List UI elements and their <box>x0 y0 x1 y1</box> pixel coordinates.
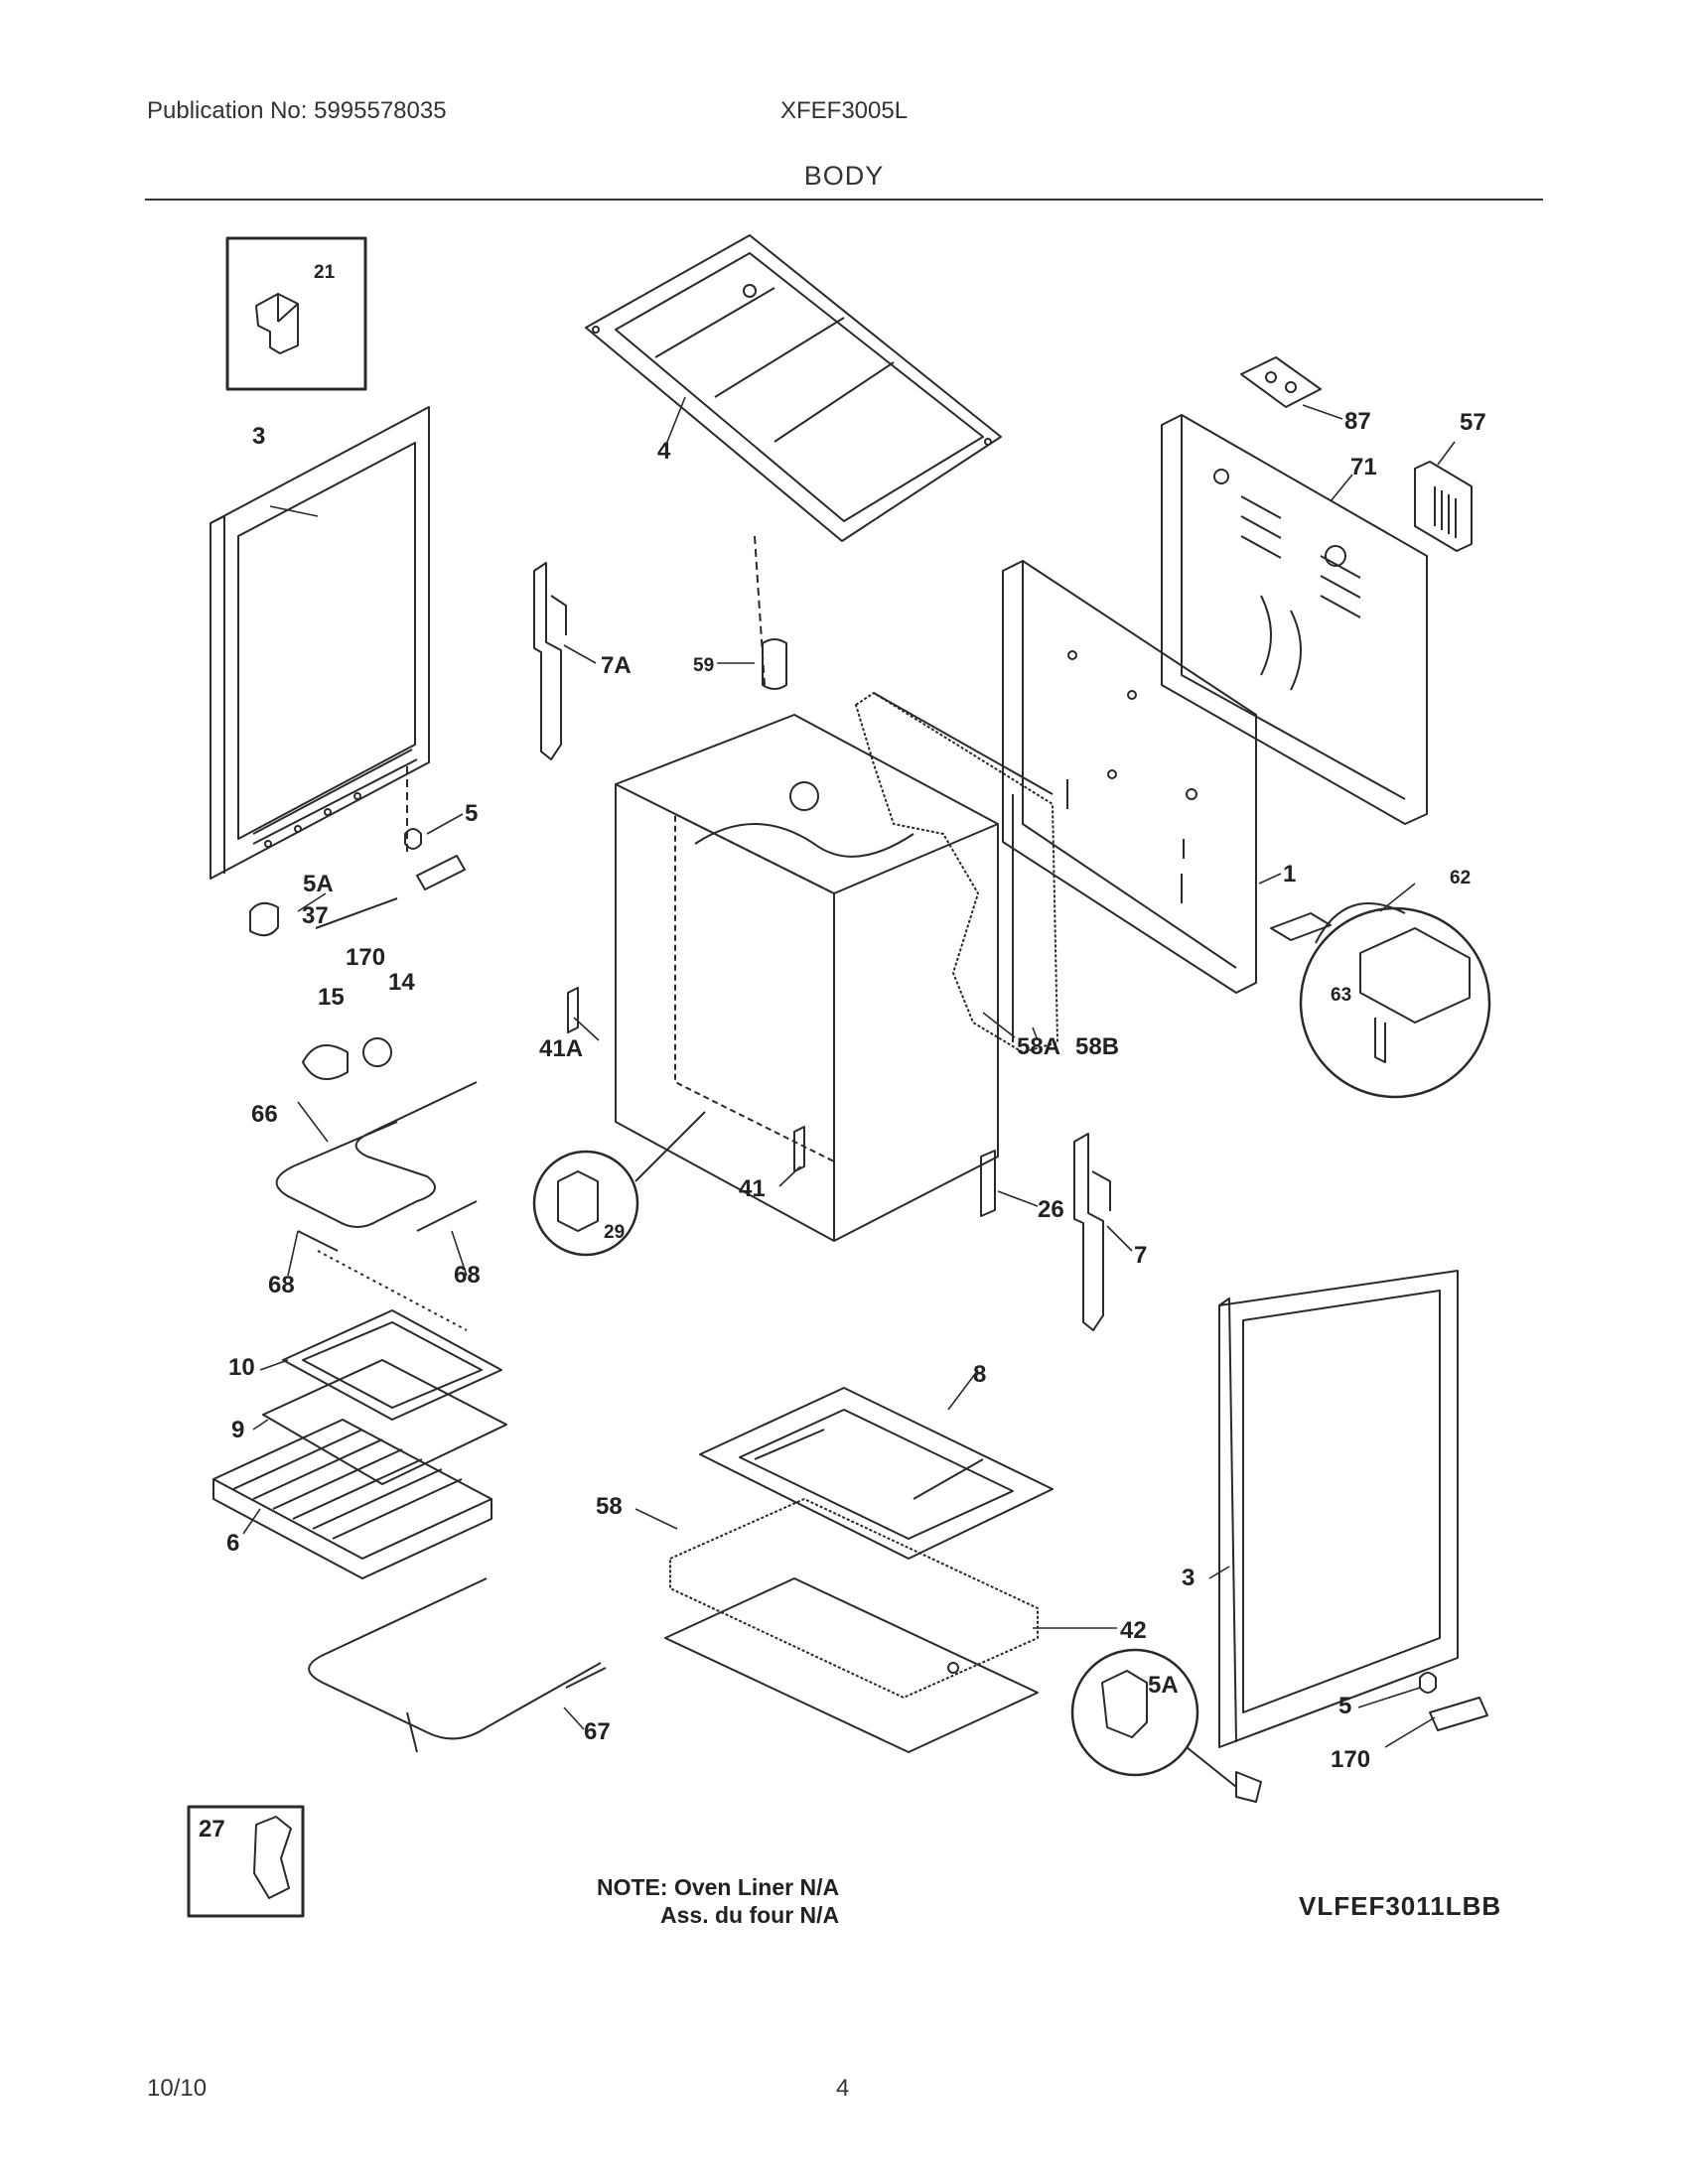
callout-58B: 58B <box>1075 1033 1119 1060</box>
callout-58: 58 <box>596 1493 623 1520</box>
part-26-bracket <box>980 1150 996 1217</box>
callout-3-right: 3 <box>1182 1565 1195 1591</box>
publication-number: Publication No: 5995578035 <box>147 97 447 124</box>
callout-41: 41 <box>739 1175 766 1202</box>
part-58-insulation <box>669 1498 1039 1699</box>
callout-63: 63 <box>1331 985 1351 1006</box>
callout-57: 57 <box>1460 409 1486 436</box>
part-58A-58B-insulation <box>855 692 1058 1053</box>
part-67-bake-element <box>308 1577 607 1753</box>
part-59-bushing <box>754 535 787 690</box>
part-5A-detail <box>1070 1648 1262 1803</box>
part-42-bottom-panel <box>664 1577 1039 1753</box>
part-3-left-side-panel <box>210 406 430 880</box>
part-7A-hinge <box>533 562 567 760</box>
part-62-63-detail <box>1270 902 1491 1099</box>
callout-6: 6 <box>226 1530 239 1557</box>
callout-21: 21 <box>314 262 336 283</box>
callout-42: 42 <box>1120 1617 1147 1644</box>
header-rule <box>145 199 1543 201</box>
part-8-oven-bottom <box>699 1387 1054 1560</box>
part-27-inset <box>187 1805 305 1918</box>
callout-170-left: 170 <box>346 944 385 971</box>
callout-26: 26 <box>1038 1196 1064 1223</box>
callout-58A: 58A <box>1017 1033 1060 1060</box>
part-6-oven-rack <box>212 1419 492 1579</box>
diagram-code: VLFEF3011LBB <box>1299 1891 1502 1921</box>
part-66-broil-element <box>275 1081 478 1331</box>
part-87-gasket <box>1240 356 1322 408</box>
callout-5A-left: 5A <box>303 871 334 897</box>
note-line-2: Ass. du four N/A <box>660 1902 840 1928</box>
part-5-170-right-hardware <box>1419 1672 1488 1731</box>
part-71-rear-cover <box>1161 414 1428 825</box>
part-21-inset <box>225 236 367 391</box>
callout-41A: 41A <box>539 1035 583 1062</box>
part-57-plate <box>1414 461 1473 552</box>
callout-14: 14 <box>388 969 415 996</box>
note-line-1: NOTE: Oven Liner N/A <box>597 1874 840 1900</box>
part-1-back-panel <box>1002 560 1257 994</box>
callout-170-right: 170 <box>1331 1746 1370 1773</box>
footer-date: 10/10 <box>147 2075 208 2102</box>
section-title: BODY <box>803 161 885 191</box>
part-5-5A-170-hardware <box>249 828 466 1081</box>
part-3-right-side-panel <box>1218 1270 1459 1748</box>
callout-68-left: 68 <box>268 1272 295 1298</box>
callout-68-right: 68 <box>454 1262 481 1289</box>
callout-labels: 21 3 4 87 57 71 7A 59 5 5A 37 170 14 15 … <box>199 262 1486 1843</box>
callout-62: 62 <box>1450 868 1471 888</box>
callout-7: 7 <box>1134 1242 1147 1269</box>
part-29-detail <box>532 1111 706 1257</box>
callout-87: 87 <box>1344 408 1371 435</box>
callout-67: 67 <box>584 1718 611 1745</box>
part-4-top-panel <box>585 234 1002 542</box>
callout-27: 27 <box>199 1816 225 1843</box>
model-number: XFEF3005L <box>780 97 909 124</box>
part-7-hinge <box>1073 1133 1111 1331</box>
callout-66: 66 <box>251 1101 278 1128</box>
callout-7A: 7A <box>601 652 632 679</box>
callout-29: 29 <box>604 1222 625 1243</box>
callout-9: 9 <box>231 1417 244 1443</box>
callout-5-left: 5 <box>465 800 478 827</box>
callout-5-right: 5 <box>1338 1693 1351 1719</box>
callout-3-left: 3 <box>252 423 265 450</box>
callout-1: 1 <box>1283 861 1296 887</box>
callout-4: 4 <box>657 438 671 465</box>
page-number: 4 <box>836 2075 850 2102</box>
leader-lines <box>242 396 1456 1748</box>
callout-8: 8 <box>973 1361 986 1388</box>
callout-10: 10 <box>228 1354 255 1381</box>
callout-71: 71 <box>1350 454 1377 480</box>
callout-15: 15 <box>318 984 345 1011</box>
part-41-brackets <box>567 987 805 1172</box>
oven-cavity-frame <box>615 714 999 1242</box>
part-10-9-broil-pan <box>262 1309 507 1485</box>
callout-37: 37 <box>302 902 329 929</box>
callout-5A-right: 5A <box>1148 1672 1179 1699</box>
callout-59: 59 <box>693 655 714 676</box>
